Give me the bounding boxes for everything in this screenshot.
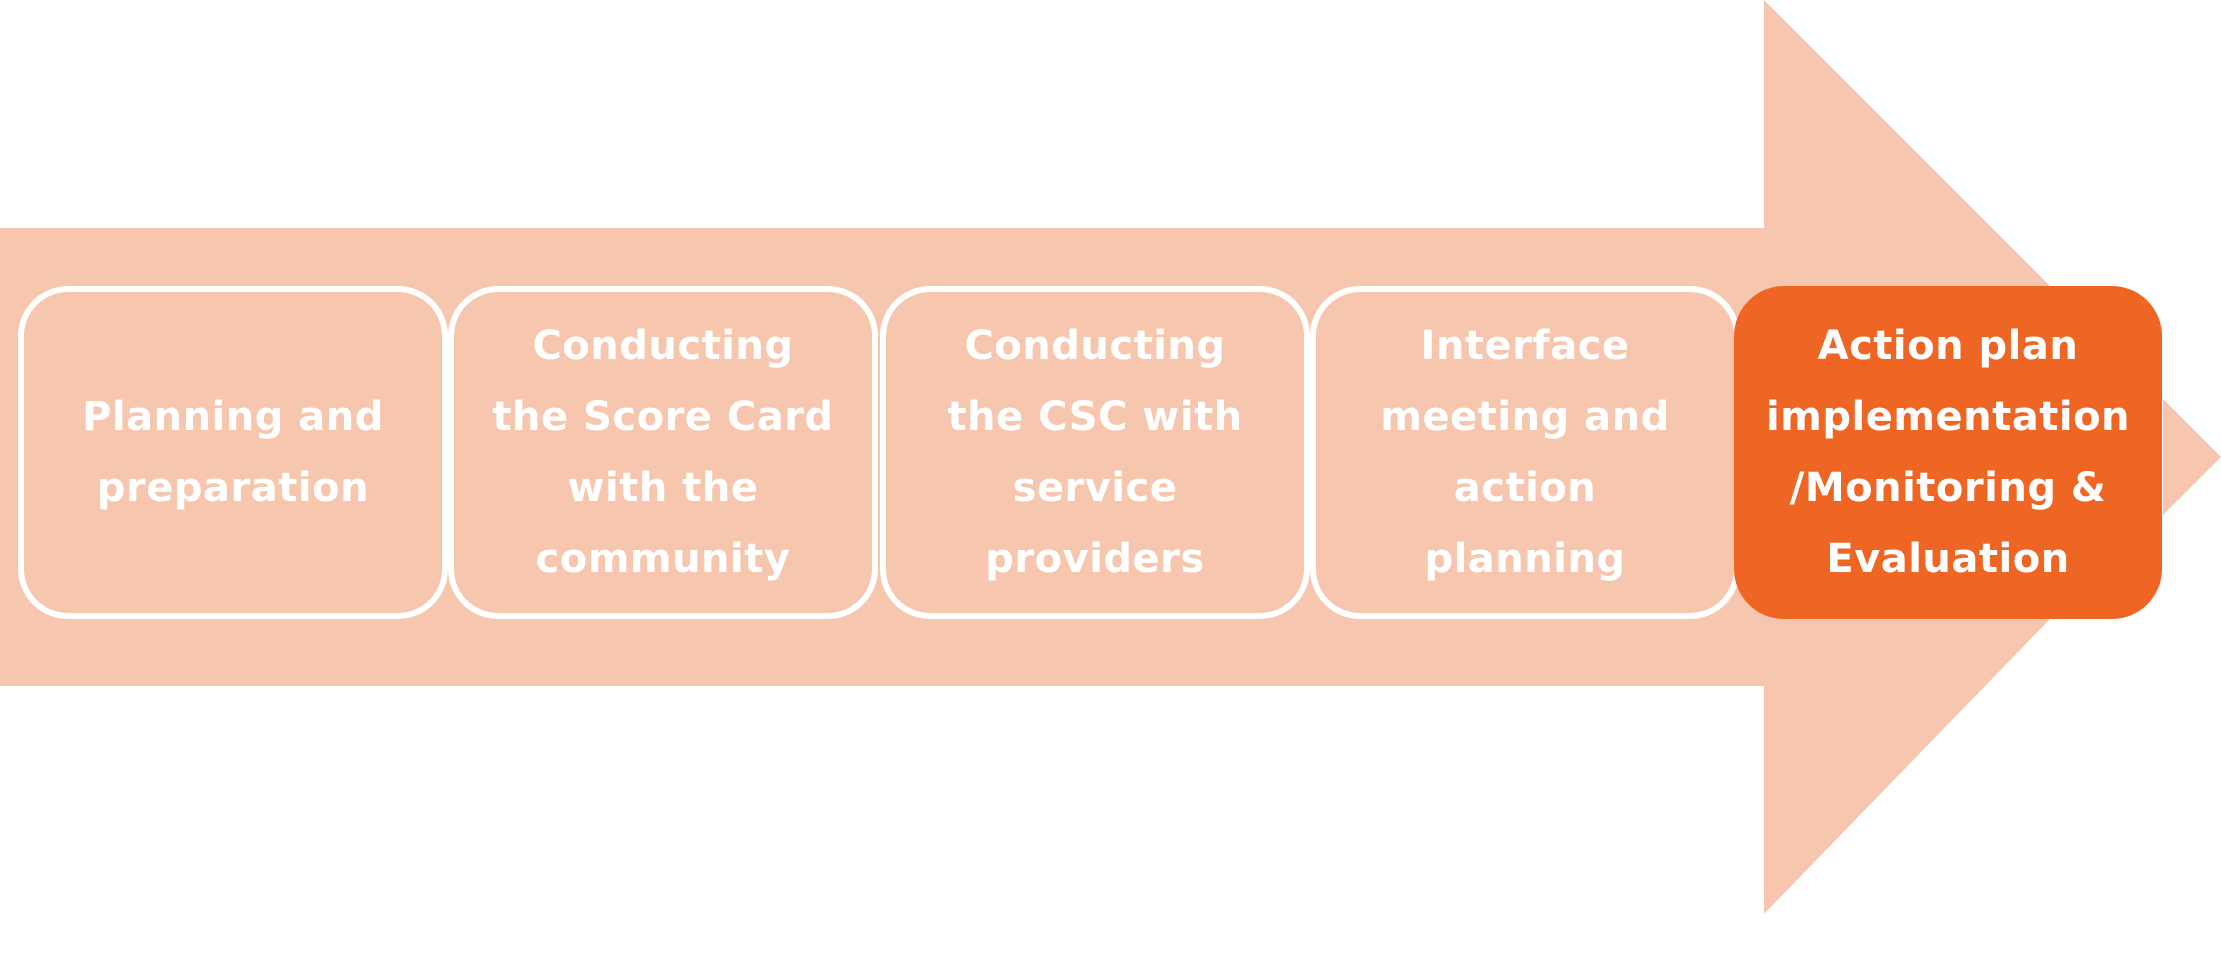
step-5-line-2: implementation [1765,393,2131,440]
step-3-line-1: Conducting [964,322,1226,369]
step-1-line-1: Planning and [82,393,384,440]
step-4-label: Interface meeting and action planning [1380,311,1669,595]
step-1-label: Planning and preparation [82,382,384,524]
step-5-action-plan-implementation: Action plan implementation /Monitoring &… [1734,286,2162,619]
step-1-line-2: preparation [96,464,370,511]
step-2-label: Conducting the Score Card with the commu… [492,311,833,595]
step-2-line-4: community [535,535,791,582]
step-5-line-4: Evaluation [1826,535,2070,582]
step-3-csc-service-providers: Conducting the CSC with service provider… [880,286,1310,619]
step-5-line-3: /Monitoring & [1789,464,2107,511]
step-3-label: Conducting the CSC with service provider… [947,311,1242,595]
step-3-line-3: service [1012,464,1178,511]
step-4-interface-meeting: Interface meeting and action planning [1310,286,1740,619]
step-5-label: Action plan implementation /Monitoring &… [1766,311,2130,595]
step-2-score-card: Conducting the Score Card with the commu… [448,286,878,619]
step-2-line-2: the Score Card [492,393,834,440]
step-4-line-4: planning [1424,535,1626,582]
step-4-line-2: meeting and [1380,393,1670,440]
step-1-planning: Planning and preparation [18,286,448,619]
step-3-line-4: providers [985,535,1205,582]
step-4-line-3: action [1453,464,1597,511]
step-4-line-1: Interface [1420,322,1630,369]
step-2-line-3: with the [567,464,759,511]
step-2-line-1: Conducting [532,322,794,369]
step-5-line-1: Action plan [1817,322,2079,369]
arrow-tip-shape [2163,399,2221,515]
step-3-line-2: the CSC with [947,393,1243,440]
